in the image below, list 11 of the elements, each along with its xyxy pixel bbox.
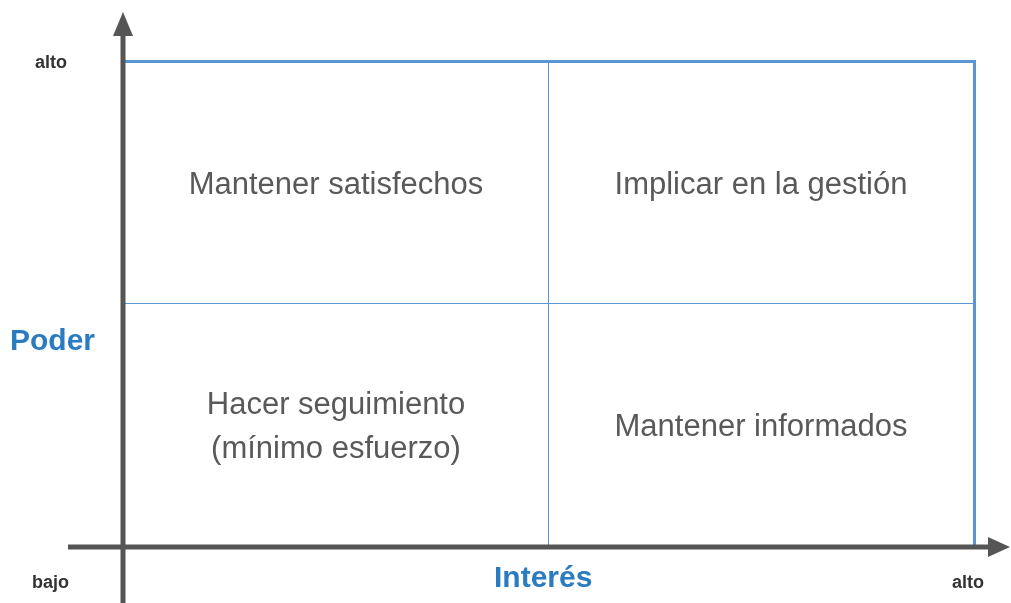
axis-tick-label: alto xyxy=(952,572,984,593)
axis-tick-label: alto xyxy=(35,52,67,73)
quadrant-label: Hacer seguimiento (mínimo esfuerzo) xyxy=(205,385,467,467)
axis-title: Poder xyxy=(10,323,96,357)
quadrant-label: Mantener informados xyxy=(614,407,908,445)
matrix-quadrant xyxy=(548,303,976,548)
matrix-quadrant xyxy=(548,60,976,304)
axis-tick-label: bajo xyxy=(32,572,69,593)
quadrant-label: Mantener satisfechos xyxy=(188,164,484,203)
quadrant-label: Implicar en la gestión xyxy=(614,164,908,203)
axis-title: Interés xyxy=(494,560,593,594)
